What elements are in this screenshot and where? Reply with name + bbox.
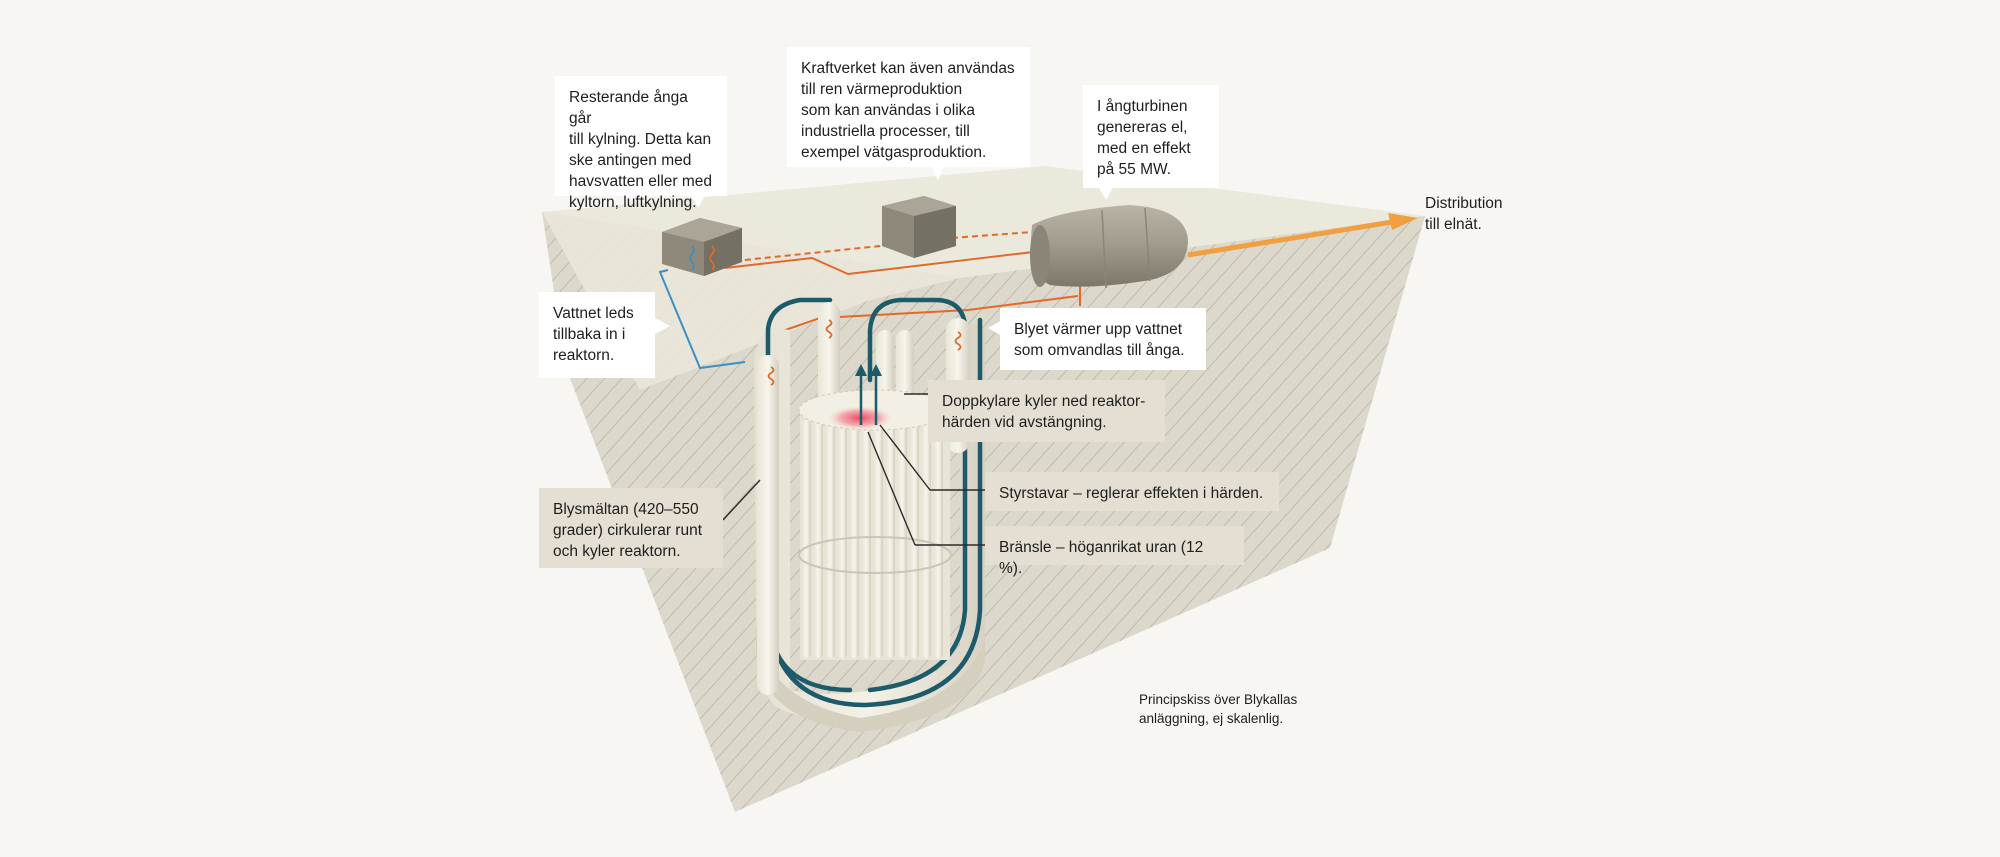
callout-heat-production: Kraftverket kan även användas till ren v… [787, 47, 1030, 167]
callout-fuel: Bränsle – höganrikat uran (12 %). [985, 526, 1244, 577]
diagram-caption: Principskiss över Blykallas anläggning, … [1139, 692, 1298, 726]
distribution-arrow [1187, 213, 1418, 258]
fuel-rod-bundle [798, 389, 952, 660]
distribution-label: Distribution till elnät. [1425, 195, 1503, 233]
callout-lead-heats: Blyet värmer upp vattnet som omvandlas t… [1000, 308, 1206, 370]
callout-water-return: Vattnet leds tillbaka in i reaktorn. [539, 292, 655, 378]
ground-right-face [735, 216, 1425, 812]
cooling-unit [662, 218, 742, 276]
flow-arrows [855, 364, 882, 425]
callout-pointers [655, 164, 1114, 336]
steam-turbine [1030, 205, 1188, 289]
leader-lines [722, 393, 985, 546]
water-return-pipe [658, 269, 746, 370]
heat-production-unit [882, 196, 956, 258]
ground-top-face [542, 166, 1425, 278]
callout-dip-coolers: Doppkylare kyler ned reaktor- härden vid… [928, 380, 1165, 442]
callout-turbine: I ångturbinen genereras el, med en effek… [1083, 85, 1219, 188]
lead-circulation-loop [765, 297, 983, 708]
callout-control-rods: Styrstavar – reglerar effekten i härden. [985, 472, 1279, 511]
callout-cooling: Resterande ånga går till kylning. Detta … [555, 76, 727, 211]
callout-lead-melt: Blysmältan (420–550 grader) cirkulerar r… [539, 488, 723, 568]
